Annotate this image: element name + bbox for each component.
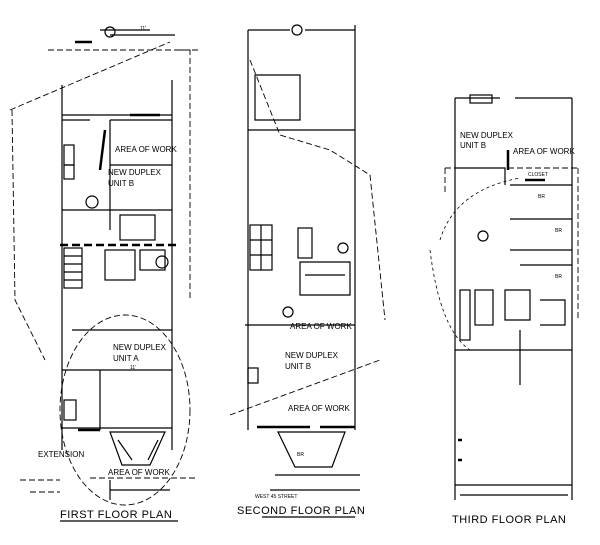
closet-label: CLOSET (528, 172, 548, 178)
street-label: WEST 45 STREET (255, 494, 297, 500)
second-floor-plan: AREA OF WORK NEW DUPLEX UNIT B AREA OF W… (229, 24, 386, 518)
unit-b-label: NEW DUPLEX (460, 131, 514, 140)
area-of-work-label: AREA OF WORK (513, 147, 575, 156)
unit-b-label-2: UNIT B (460, 141, 486, 150)
room-label: BR (555, 228, 562, 234)
room-label: BR (297, 452, 304, 458)
unit-b-label: NEW DUPLEX (285, 351, 339, 360)
room-label: BR (538, 194, 545, 200)
area-of-work-bottom-label: AREA OF WORK (108, 468, 170, 477)
dimension-label: 11' (130, 365, 136, 371)
area-of-work-label: AREA OF WORK (115, 145, 177, 154)
unit-b-label-2: UNIT B (108, 179, 134, 188)
third-floor-plan: NEW DUPLEX UNIT B AREA OF WORK CLOSET BR… (429, 94, 580, 526)
dimension-label: 11' (140, 26, 146, 32)
room-label: BR (555, 274, 562, 280)
extension-label: EXTENSION (38, 450, 84, 459)
first-floor-plan: AREA OF WORK NEW DUPLEX UNIT B NEW DUPLE… (9, 26, 200, 522)
third-floor-plan-title: THIRD FLOOR PLAN (452, 514, 566, 526)
unit-a-label: NEW DUPLEX (113, 343, 167, 352)
area-of-work-bottom-label: AREA OF WORK (288, 404, 350, 413)
area-of-work-label: AREA OF WORK (290, 322, 352, 331)
unit-a-label-2: UNIT A (113, 354, 139, 363)
second-floor-plan-title: SECOND FLOOR PLAN (237, 505, 365, 517)
unit-b-label: NEW DUPLEX (108, 168, 162, 177)
unit-b-label-2: UNIT B (285, 362, 311, 371)
first-floor-plan-title: FIRST FLOOR PLAN (60, 509, 172, 521)
